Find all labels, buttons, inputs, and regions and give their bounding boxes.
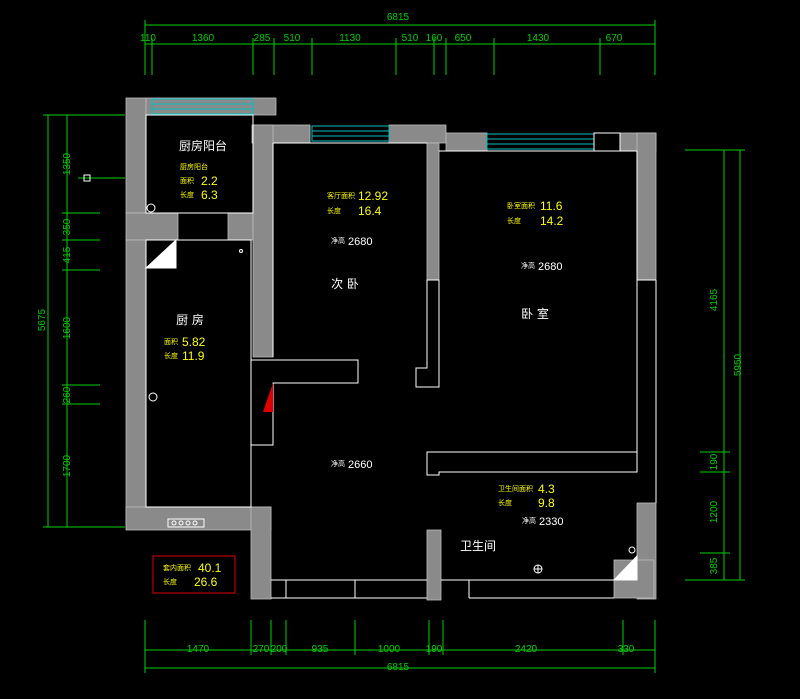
kitchen-name: 厨 房 [176, 312, 204, 327]
bottom-dim-4: 935 [312, 644, 329, 655]
right-total-dimension: 5950 [733, 353, 744, 376]
second-bedroom-length: 16.4 [358, 204, 382, 218]
bathroom-height: 2330 [539, 516, 563, 528]
bathroom-length-label: 长度 [498, 498, 512, 507]
second-bedroom-area: 12.92 [358, 189, 388, 203]
master-bedroom-name: 卧 室 [521, 306, 549, 321]
bottom-dim-7: 2420 [515, 644, 538, 655]
summary-area: 40.1 [198, 561, 222, 575]
master-bedroom-length: 14.2 [540, 214, 564, 228]
bathroom-height-label: 净高 [522, 516, 536, 525]
bottom-dim-2: 270 [253, 644, 270, 655]
fixtures [144, 203, 638, 581]
master-bedroom-height-label: 净高 [521, 261, 535, 270]
hall-height: 2660 [348, 459, 372, 471]
kitchen-area: 5.82 [182, 335, 206, 349]
summary-length-label: 长度 [163, 577, 177, 586]
hall-height-label: 净高 [331, 459, 345, 468]
second-bedroom-length-label: 长度 [327, 206, 341, 215]
master-bedroom-length-label: 长度 [507, 216, 521, 225]
left-dim-5: 260 [62, 386, 73, 403]
left-total-dimension: 5675 [37, 308, 48, 331]
top-dim-10: 670 [606, 33, 623, 44]
master-bedroom-area: 11.6 [540, 199, 563, 213]
top-dim-7: 160 [426, 33, 443, 44]
summary-length: 26.6 [194, 575, 218, 589]
bathroom-length: 9.8 [538, 496, 555, 510]
kitchen-length-label: 长度 [164, 351, 178, 360]
bathroom-area: 4.3 [538, 482, 555, 496]
left-dim-6: 1700 [62, 454, 73, 477]
kitchen-balcony-area-label: 面积 [180, 176, 194, 185]
windows [151, 98, 595, 150]
right-dim-1: 4165 [709, 288, 720, 311]
left-dim-3: 415 [62, 246, 73, 263]
kitchen-balcony-length-label: 长度 [180, 190, 194, 199]
second-bedroom-area-label: 客厅面积 [327, 191, 355, 200]
top-total-dimension: 6815 [387, 12, 410, 23]
kitchen-balcony-sublabel: 厨房阳台 [180, 162, 208, 171]
kitchen-balcony-area: 2.2 [201, 174, 218, 188]
second-bedroom-height: 2680 [348, 236, 372, 248]
bathroom-name: 卫生间 [460, 539, 496, 553]
fireplace-accent [263, 383, 273, 412]
second-bedroom-height-label: 净高 [331, 236, 345, 245]
summary-box [152, 555, 236, 594]
master-bedroom-area-label: 卧室面积 [507, 201, 535, 210]
kitchen-area-label: 面积 [164, 337, 178, 346]
bottom-dim-1: 1470 [187, 644, 210, 655]
master-bedroom-height: 2680 [538, 261, 562, 273]
top-dim-1: 110 [140, 33, 156, 44]
top-dim-2: 1360 [192, 33, 215, 44]
bottom-dim-5: 1000 [378, 644, 401, 655]
left-dim-1: 1350 [62, 152, 73, 175]
kitchen-balcony-name: 厨房阳台 [179, 138, 227, 153]
top-dim-3: 285 [254, 33, 271, 44]
right-dim-4: 385 [709, 557, 720, 574]
bathroom-area-label: 卫生间面积 [498, 484, 533, 493]
window-frames [593, 132, 621, 152]
top-dim-9: 1430 [527, 33, 550, 44]
bottom-dim-6: 190 [426, 644, 443, 655]
dimension-lines [43, 20, 745, 673]
bottom-dim-8: 330 [618, 644, 635, 655]
kitchen-length: 11.9 [182, 349, 205, 363]
top-dim-5: 1130 [339, 33, 361, 44]
second-bedroom-name: 次 卧 [331, 277, 359, 291]
summary-area-label: 套内面积 [163, 563, 191, 572]
top-dim-4: 510 [284, 33, 301, 44]
right-dim-2: 190 [709, 453, 720, 470]
left-dim-2: 350 [62, 218, 73, 235]
bottom-dim-3: 200 [271, 644, 288, 655]
left-dim-4: 1600 [62, 316, 73, 339]
top-dim-8: 650 [455, 33, 472, 44]
kitchen-balcony-length: 6.3 [201, 188, 218, 202]
top-dim-6: 510 [402, 33, 419, 44]
bottom-total-dimension: 6815 [387, 662, 410, 673]
right-dim-3: 1200 [709, 500, 720, 523]
